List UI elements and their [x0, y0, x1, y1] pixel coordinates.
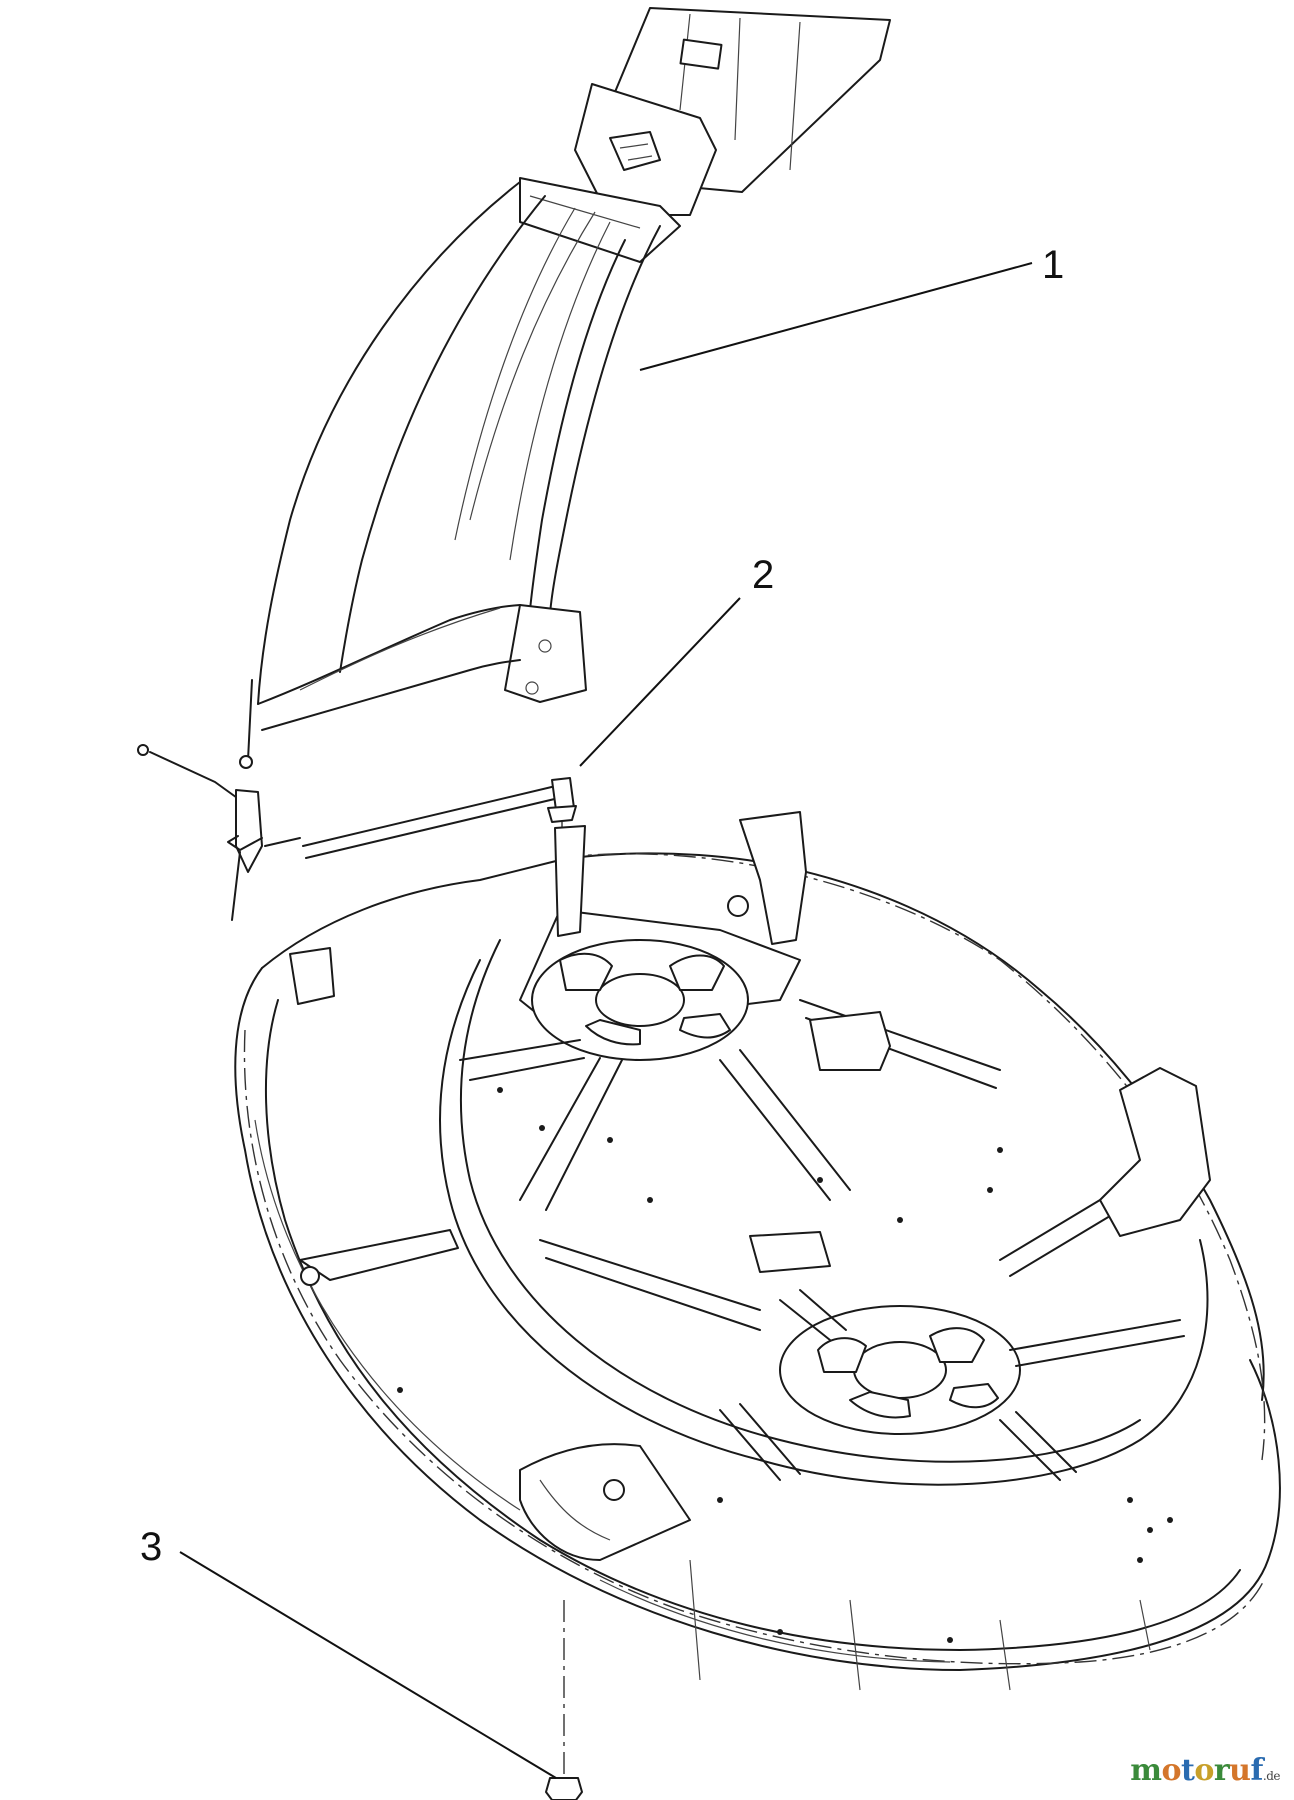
watermark-letter: f [1250, 1753, 1263, 1788]
watermark-suffix: .de [1262, 1769, 1281, 1783]
leader-line-2 [579, 597, 741, 767]
pivot-rod [302, 777, 577, 880]
watermark-letter: t [1180, 1753, 1195, 1788]
watermark-letters: motoruf [1130, 1753, 1263, 1788]
watermark-letter: m [1130, 1753, 1162, 1788]
mower-deck [234, 811, 1281, 1691]
leader-line-1 [639, 262, 1033, 371]
watermark-letter: r [1213, 1753, 1230, 1788]
callout-2: 2 [752, 553, 774, 597]
leader-line-3 [179, 1551, 557, 1779]
discharge-chute [137, 7, 891, 921]
watermark-letter: o [1161, 1753, 1181, 1788]
callout-1: 1 [1042, 243, 1064, 287]
watermark-logo: motoruf.de [1130, 1753, 1280, 1788]
watermark-letter: o [1194, 1753, 1214, 1788]
watermark-letter: u [1229, 1753, 1251, 1788]
callout-3: 3 [140, 1525, 162, 1569]
nut [545, 1600, 583, 1800]
